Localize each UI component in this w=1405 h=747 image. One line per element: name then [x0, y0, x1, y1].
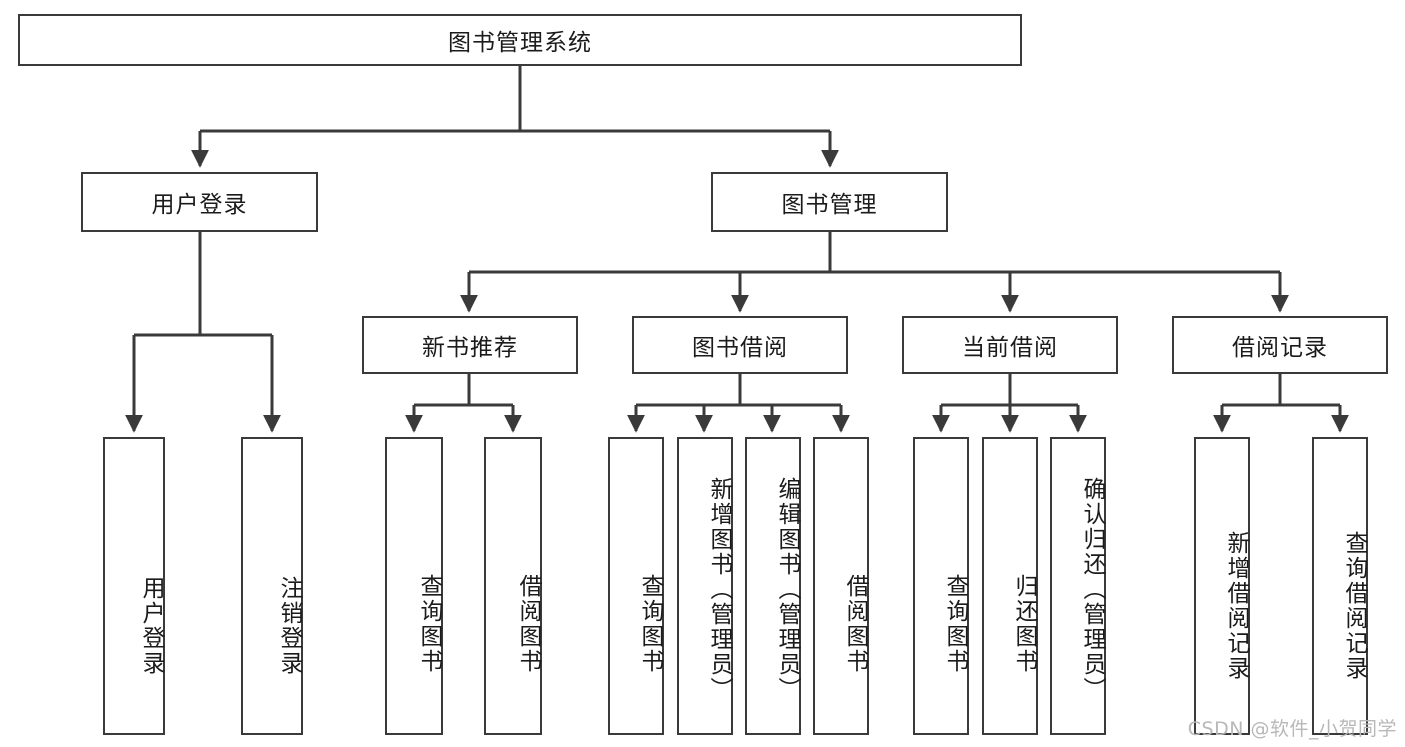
node-leaf-borrow-book-1-label: 借阅图书	[515, 574, 541, 674]
node-user-login[interactable]: 用户登录	[81, 172, 318, 232]
node-leaf-borrow-book-2-label: 借阅图书	[842, 574, 868, 674]
node-user-login-label: 用户登录	[151, 192, 248, 218]
node-leaf-add-record-label: 新增借阅记录	[1223, 531, 1249, 681]
node-book-borrow-label: 图书借阅	[692, 335, 788, 361]
node-leaf-borrow-book-2[interactable]: 借阅图书	[813, 437, 869, 735]
node-root[interactable]: 图书管理系统	[18, 14, 1022, 66]
node-book-manage[interactable]: 图书管理	[711, 172, 948, 232]
node-leaf-user-logout-label: 注销登录	[276, 576, 302, 676]
node-borrow-record[interactable]: 借阅记录	[1172, 316, 1388, 374]
node-leaf-query-book-2[interactable]: 查询图书	[608, 437, 664, 735]
node-leaf-return-book-label: 归还图书	[1011, 574, 1037, 674]
node-leaf-edit-book[interactable]: 编辑图书（管理员）	[745, 437, 801, 735]
node-leaf-query-record[interactable]: 查询借阅记录	[1312, 437, 1368, 735]
node-leaf-query-book-1-label: 查询图书	[416, 574, 442, 674]
node-leaf-add-book-label: 新增图书（管理员）	[706, 476, 732, 702]
node-leaf-query-record-label: 查询借阅记录	[1341, 531, 1367, 681]
node-leaf-query-book-1[interactable]: 查询图书	[385, 437, 443, 735]
node-leaf-borrow-book-1[interactable]: 借阅图书	[484, 437, 542, 735]
node-leaf-user-login[interactable]: 用户登录	[103, 437, 165, 735]
node-new-book-recommend-label: 新书推荐	[422, 335, 518, 361]
node-leaf-query-book-2-label: 查询图书	[637, 574, 663, 674]
node-leaf-query-book-3-label: 查询图书	[942, 574, 968, 674]
node-book-borrow[interactable]: 图书借阅	[632, 316, 848, 374]
node-current-borrow-label: 当前借阅	[962, 335, 1058, 361]
node-book-manage-label: 图书管理	[781, 192, 878, 218]
node-leaf-add-record[interactable]: 新增借阅记录	[1194, 437, 1250, 735]
node-new-book-recommend[interactable]: 新书推荐	[362, 316, 578, 374]
node-current-borrow[interactable]: 当前借阅	[902, 316, 1118, 374]
node-root-label: 图书管理系统	[448, 30, 592, 56]
node-leaf-query-book-3[interactable]: 查询图书	[913, 437, 969, 735]
node-leaf-return-book[interactable]: 归还图书	[982, 437, 1038, 735]
node-borrow-record-label: 借阅记录	[1232, 335, 1328, 361]
node-leaf-confirm-return[interactable]: 确认归还（管理员）	[1050, 437, 1106, 735]
node-leaf-edit-book-label: 编辑图书（管理员）	[774, 476, 800, 702]
node-leaf-add-book[interactable]: 新增图书（管理员）	[677, 437, 733, 735]
node-leaf-confirm-return-label: 确认归还（管理员）	[1079, 476, 1105, 702]
node-leaf-user-login-label: 用户登录	[138, 576, 164, 676]
node-leaf-user-logout[interactable]: 注销登录	[241, 437, 303, 735]
